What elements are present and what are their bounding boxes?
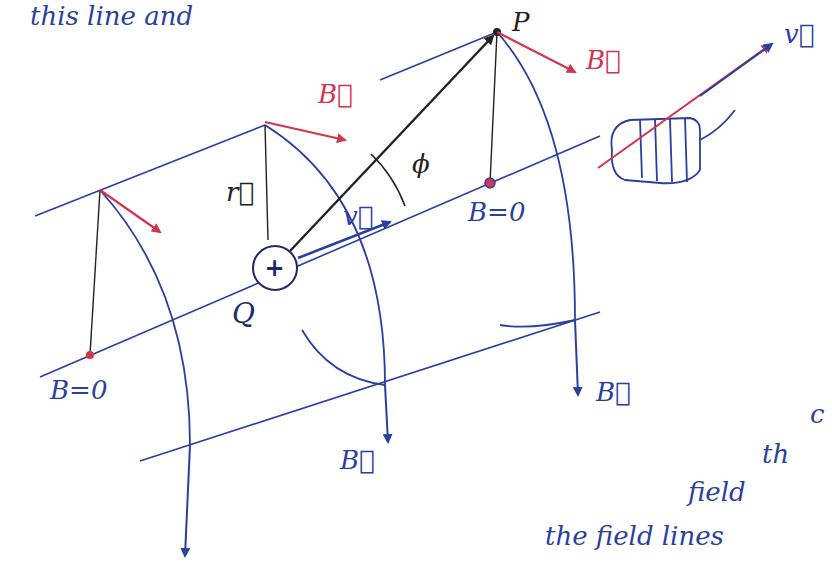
field-vector-label: B⃗ [586,46,621,75]
charge-name: Q [232,299,255,330]
note-text: this line and [30,2,193,31]
charge-circle: +Q [252,245,298,291]
note-text: the field lines [545,522,724,551]
field-vector-label: B⃗ [340,446,375,475]
velocity-label: v⃗ [343,202,373,231]
zero-field-label: B=0 [468,198,525,227]
note-text: c [810,400,825,429]
charge-sign: + [264,256,284,280]
zero-field-label: B=0 [50,376,107,405]
point-label: P [512,8,530,37]
position-vector-label: r⃗ [226,178,254,207]
angle-label: ϕ [412,150,430,179]
note-text: field [688,478,746,507]
field-vector-label: B⃗ [596,378,631,407]
field-vector-label: B⃗ [318,80,353,109]
note-text: th [762,440,789,469]
velocity-label: v⃗ [784,20,814,49]
